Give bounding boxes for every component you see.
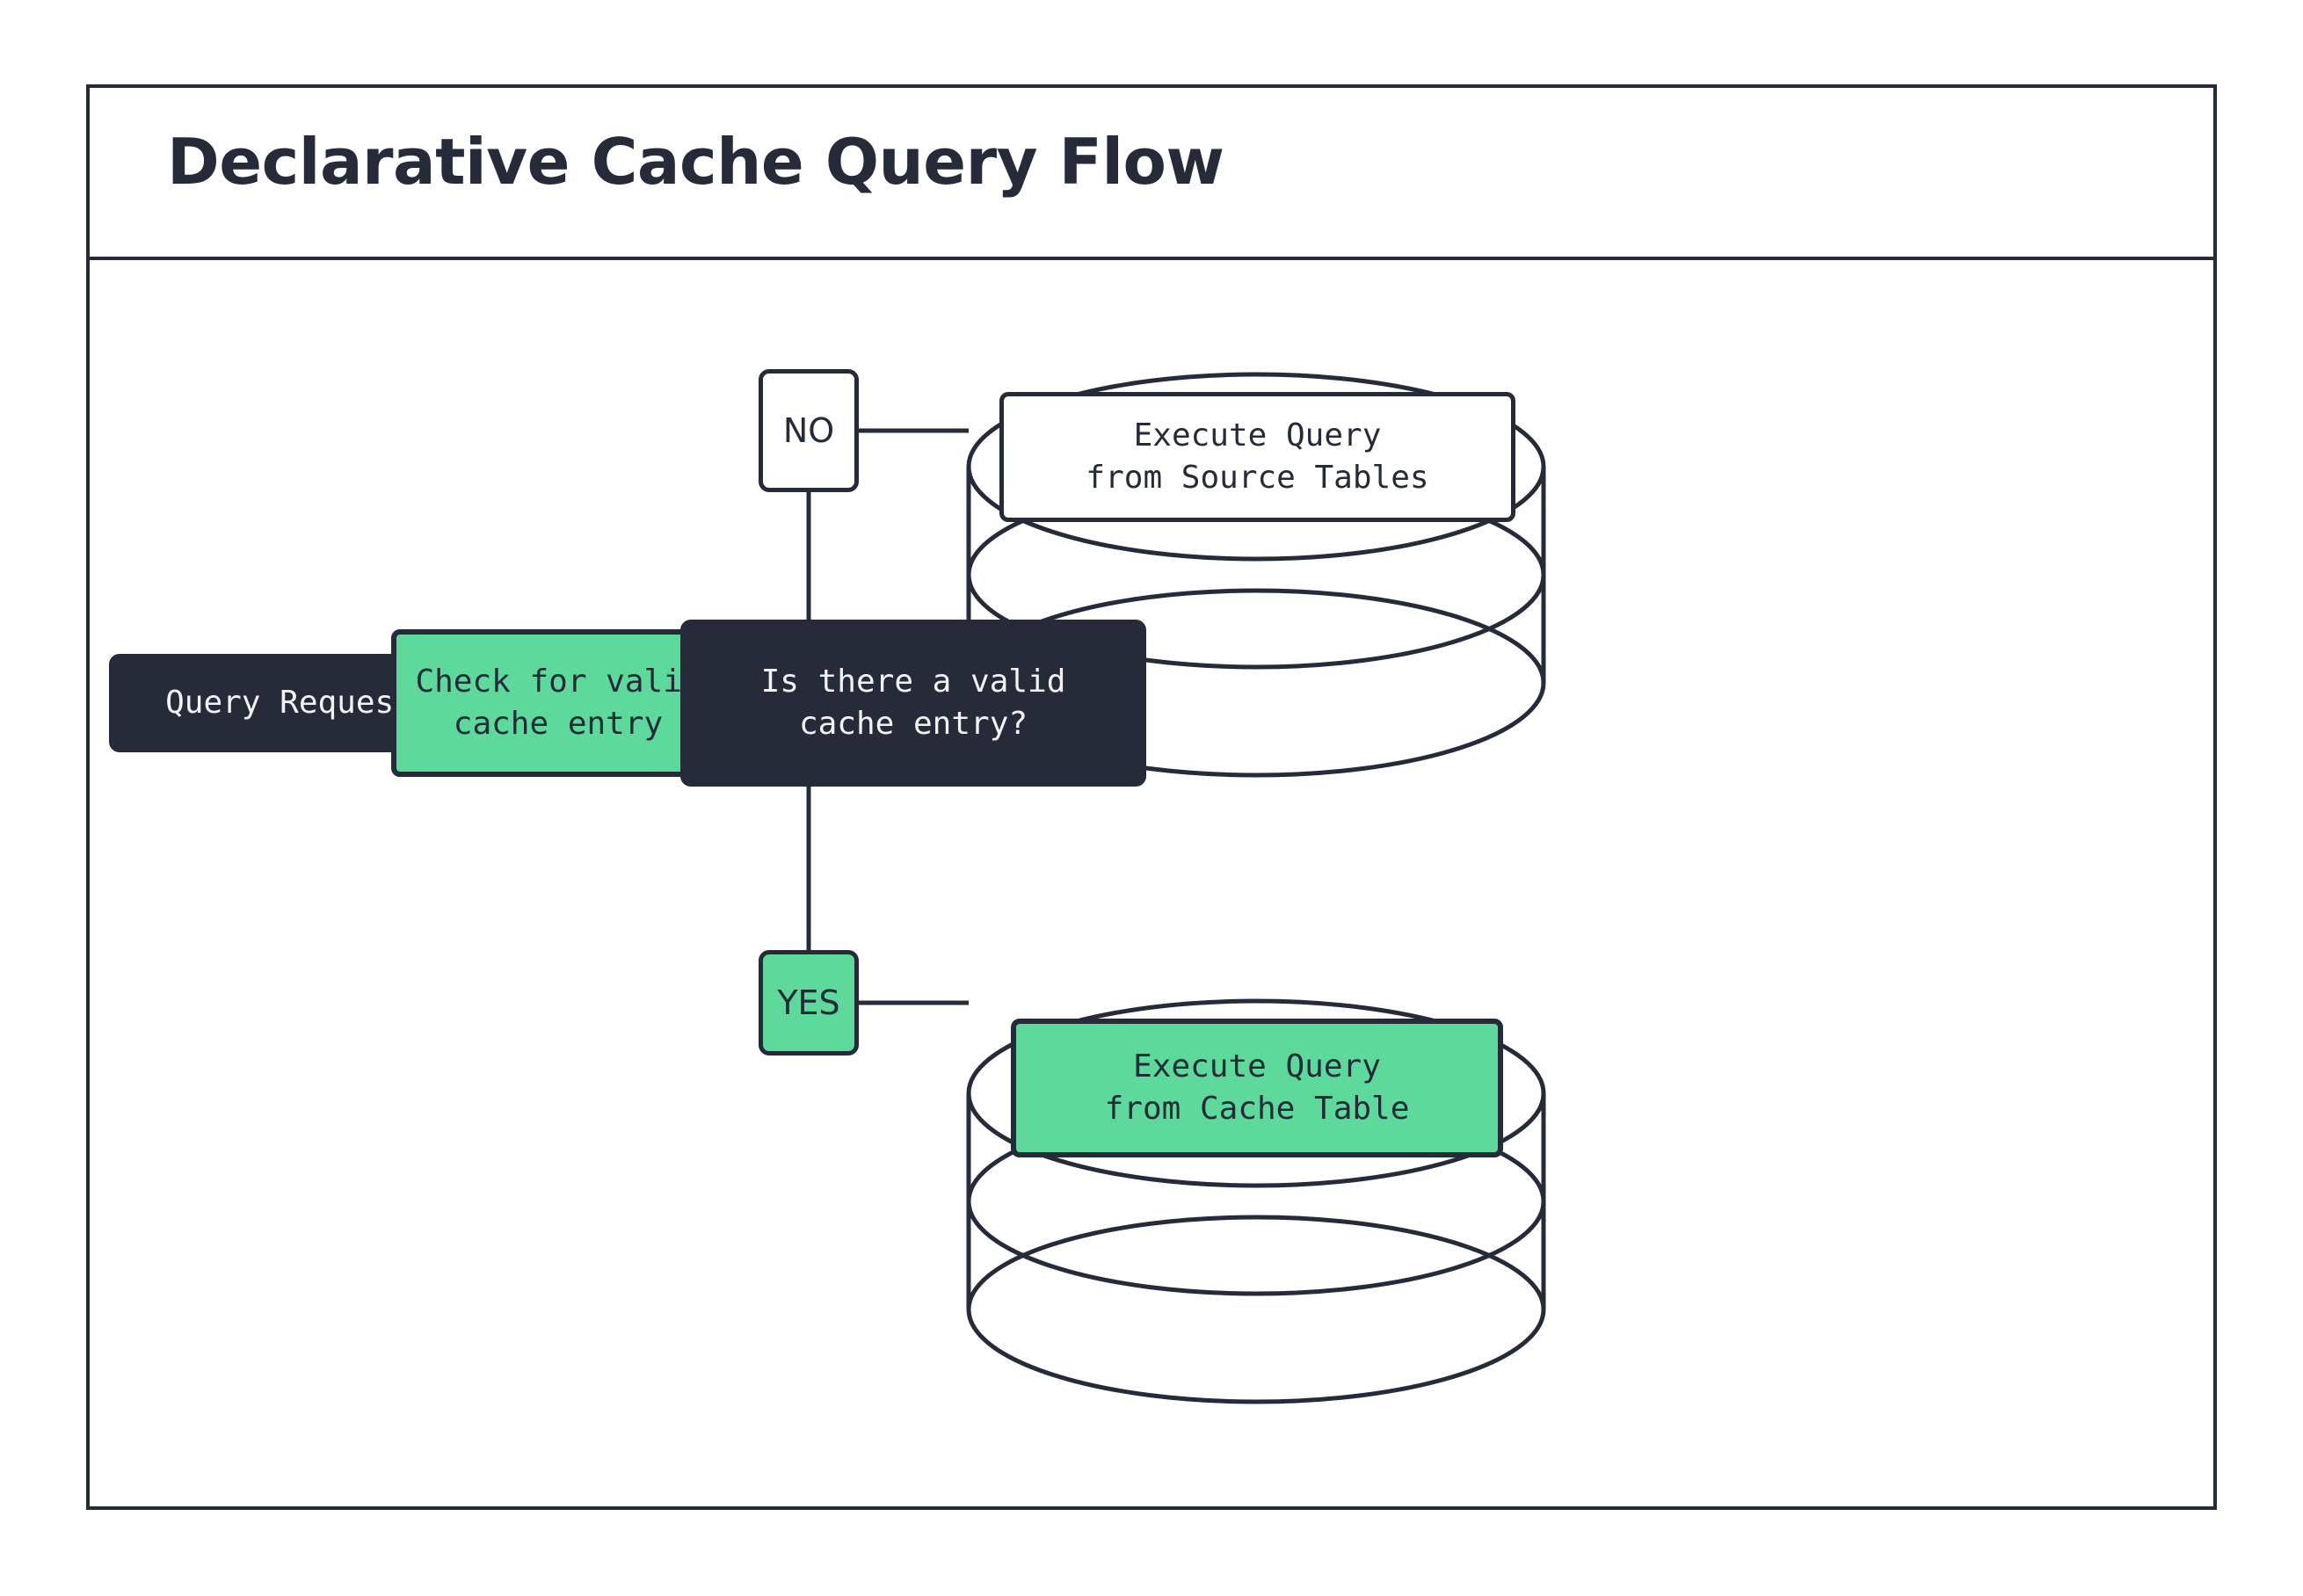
diagram-frame: Declarative Cache Query Flow xyxy=(86,84,2217,1510)
diagram-canvas: Query Request Check for valid cache entr… xyxy=(90,260,2213,1506)
node-check-cache[interactable]: Check for valid cache entry xyxy=(391,629,725,777)
edge-label-no[interactable]: NO xyxy=(759,369,859,492)
diagram-title-bar: Declarative Cache Query Flow xyxy=(90,88,2213,260)
node-execute-query-source-tables[interactable]: Execute Query from Source Tables xyxy=(999,392,1515,522)
cache-table-cylinder xyxy=(966,998,1546,1404)
node-decision-valid-cache-entry[interactable]: Is there a valid cache entry? xyxy=(680,620,1146,787)
page-title: Declarative Cache Query Flow xyxy=(167,125,1224,199)
edge-label-yes[interactable]: YES xyxy=(759,950,859,1056)
node-execute-query-cache-table[interactable]: Execute Query from Cache Table xyxy=(1011,1019,1503,1157)
